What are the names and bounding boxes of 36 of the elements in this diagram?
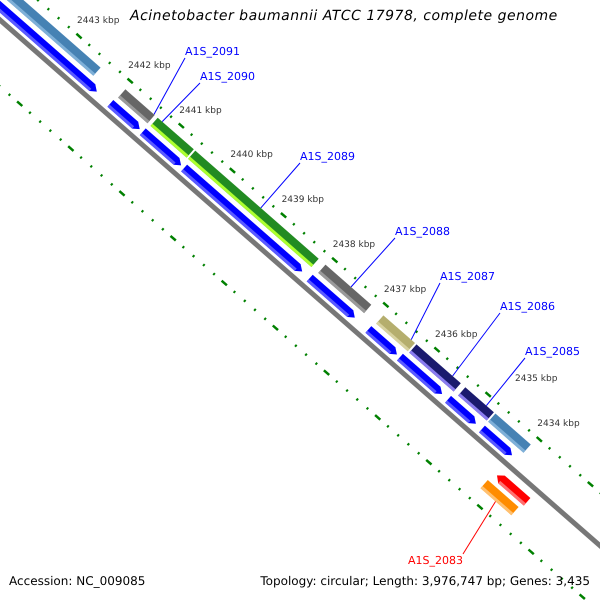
- tick-label: 2443 kbp: [77, 16, 120, 27]
- gene-bar: [318, 264, 372, 314]
- gene-label: A1S_2090: [200, 70, 255, 84]
- gene-bar: [376, 315, 415, 352]
- gene-label: A1S_2087: [440, 270, 495, 284]
- genome-info-text: Topology: circular; Length: 3,976,747 bp; Genes: 3,435: [260, 574, 590, 588]
- gene-label: A1S_2091: [185, 45, 240, 58]
- tick-label: 2439 kbp: [282, 195, 324, 206]
- leader-line: [162, 82, 200, 122]
- leader-line: [410, 282, 440, 340]
- title: Acinetobacter baumannii ATCC 17978, complete genome: [130, 8, 558, 25]
- gene-bar: [480, 480, 519, 516]
- gene-label: A1S_2089: [300, 150, 355, 164]
- gene-label: A1S_2086: [500, 300, 555, 314]
- leader-line: [260, 162, 300, 208]
- tick-label: 2441 kbp: [179, 106, 222, 116]
- accession-text: Accession: NC_009085: [9, 574, 146, 588]
- tick-label: 2434 kbp: [537, 419, 580, 430]
- tick-label: 2437 kbp: [384, 284, 426, 296]
- leader-line: [452, 312, 500, 376]
- leader-line: [486, 358, 526, 406]
- leader-line: [154, 58, 186, 115]
- gene-bar: [458, 387, 494, 420]
- tick-label: 2438 kbp: [332, 240, 376, 251]
- leader-line: [462, 500, 496, 554]
- gene-label: A1S_2085: [525, 345, 580, 358]
- gene-label: A1S_2083: [408, 554, 463, 568]
- gene-bar: [409, 344, 461, 392]
- gene-label: A1S_2088: [395, 225, 450, 238]
- tick-label: 2435 kbp: [515, 374, 558, 385]
- gene-bar: [118, 89, 155, 124]
- tick-label: 2442 kbp: [128, 60, 171, 72]
- tick-label: 2436 kbp: [435, 330, 478, 341]
- gene-bar: [150, 118, 194, 158]
- tick-label: 2440 kbp: [230, 150, 273, 162]
- leader-line: [350, 238, 396, 288]
